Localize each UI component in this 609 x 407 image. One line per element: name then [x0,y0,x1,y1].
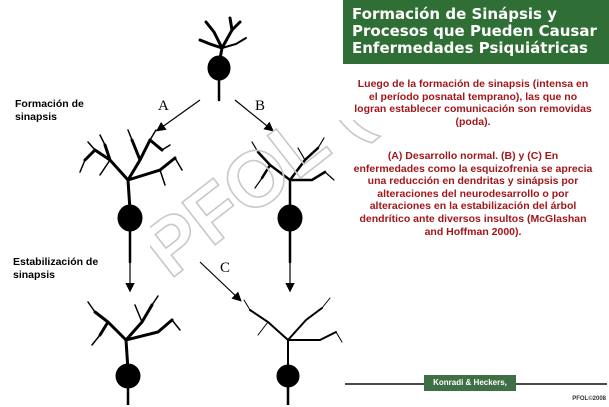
neuron-stable [87,295,181,405]
watermark: PFOL (c) [150,120,436,294]
paragraph-esquizofrenia: (A) Desarrollo normal. (B) y (C) En enfe… [353,150,593,238]
slide-title: Formación de Sinápsis y Procesos que Pue… [352,5,597,57]
neuron-reduced-b [251,137,335,264]
neuron-development-diagram: A B C [79,16,343,405]
paragraph-poda: Luego de la formación de sinapsis (inten… [354,78,592,128]
arrow-a-label: A [158,98,169,114]
footer-copyright: PFOL©2008 [572,396,606,402]
arrow-b [234,99,274,132]
label-formacion-sinapsis: Formación de sinapsis [15,98,84,123]
watermark-text: PFOL (c) [150,120,435,293]
arrow-c-label: C [220,260,230,276]
citation-badge: Konradi & Heckers, 2001 [424,375,516,403]
neuron-dense-a [79,129,183,264]
arrow-b-label: B [255,98,265,114]
arrow-c [199,261,242,302]
neuron-initial [198,16,247,102]
arrow-a [156,99,201,132]
title-background [343,0,609,64]
neuron-sparse [243,297,343,405]
label-estabilizacion-sinapsis: Estabilización de sinapsis [13,256,99,281]
